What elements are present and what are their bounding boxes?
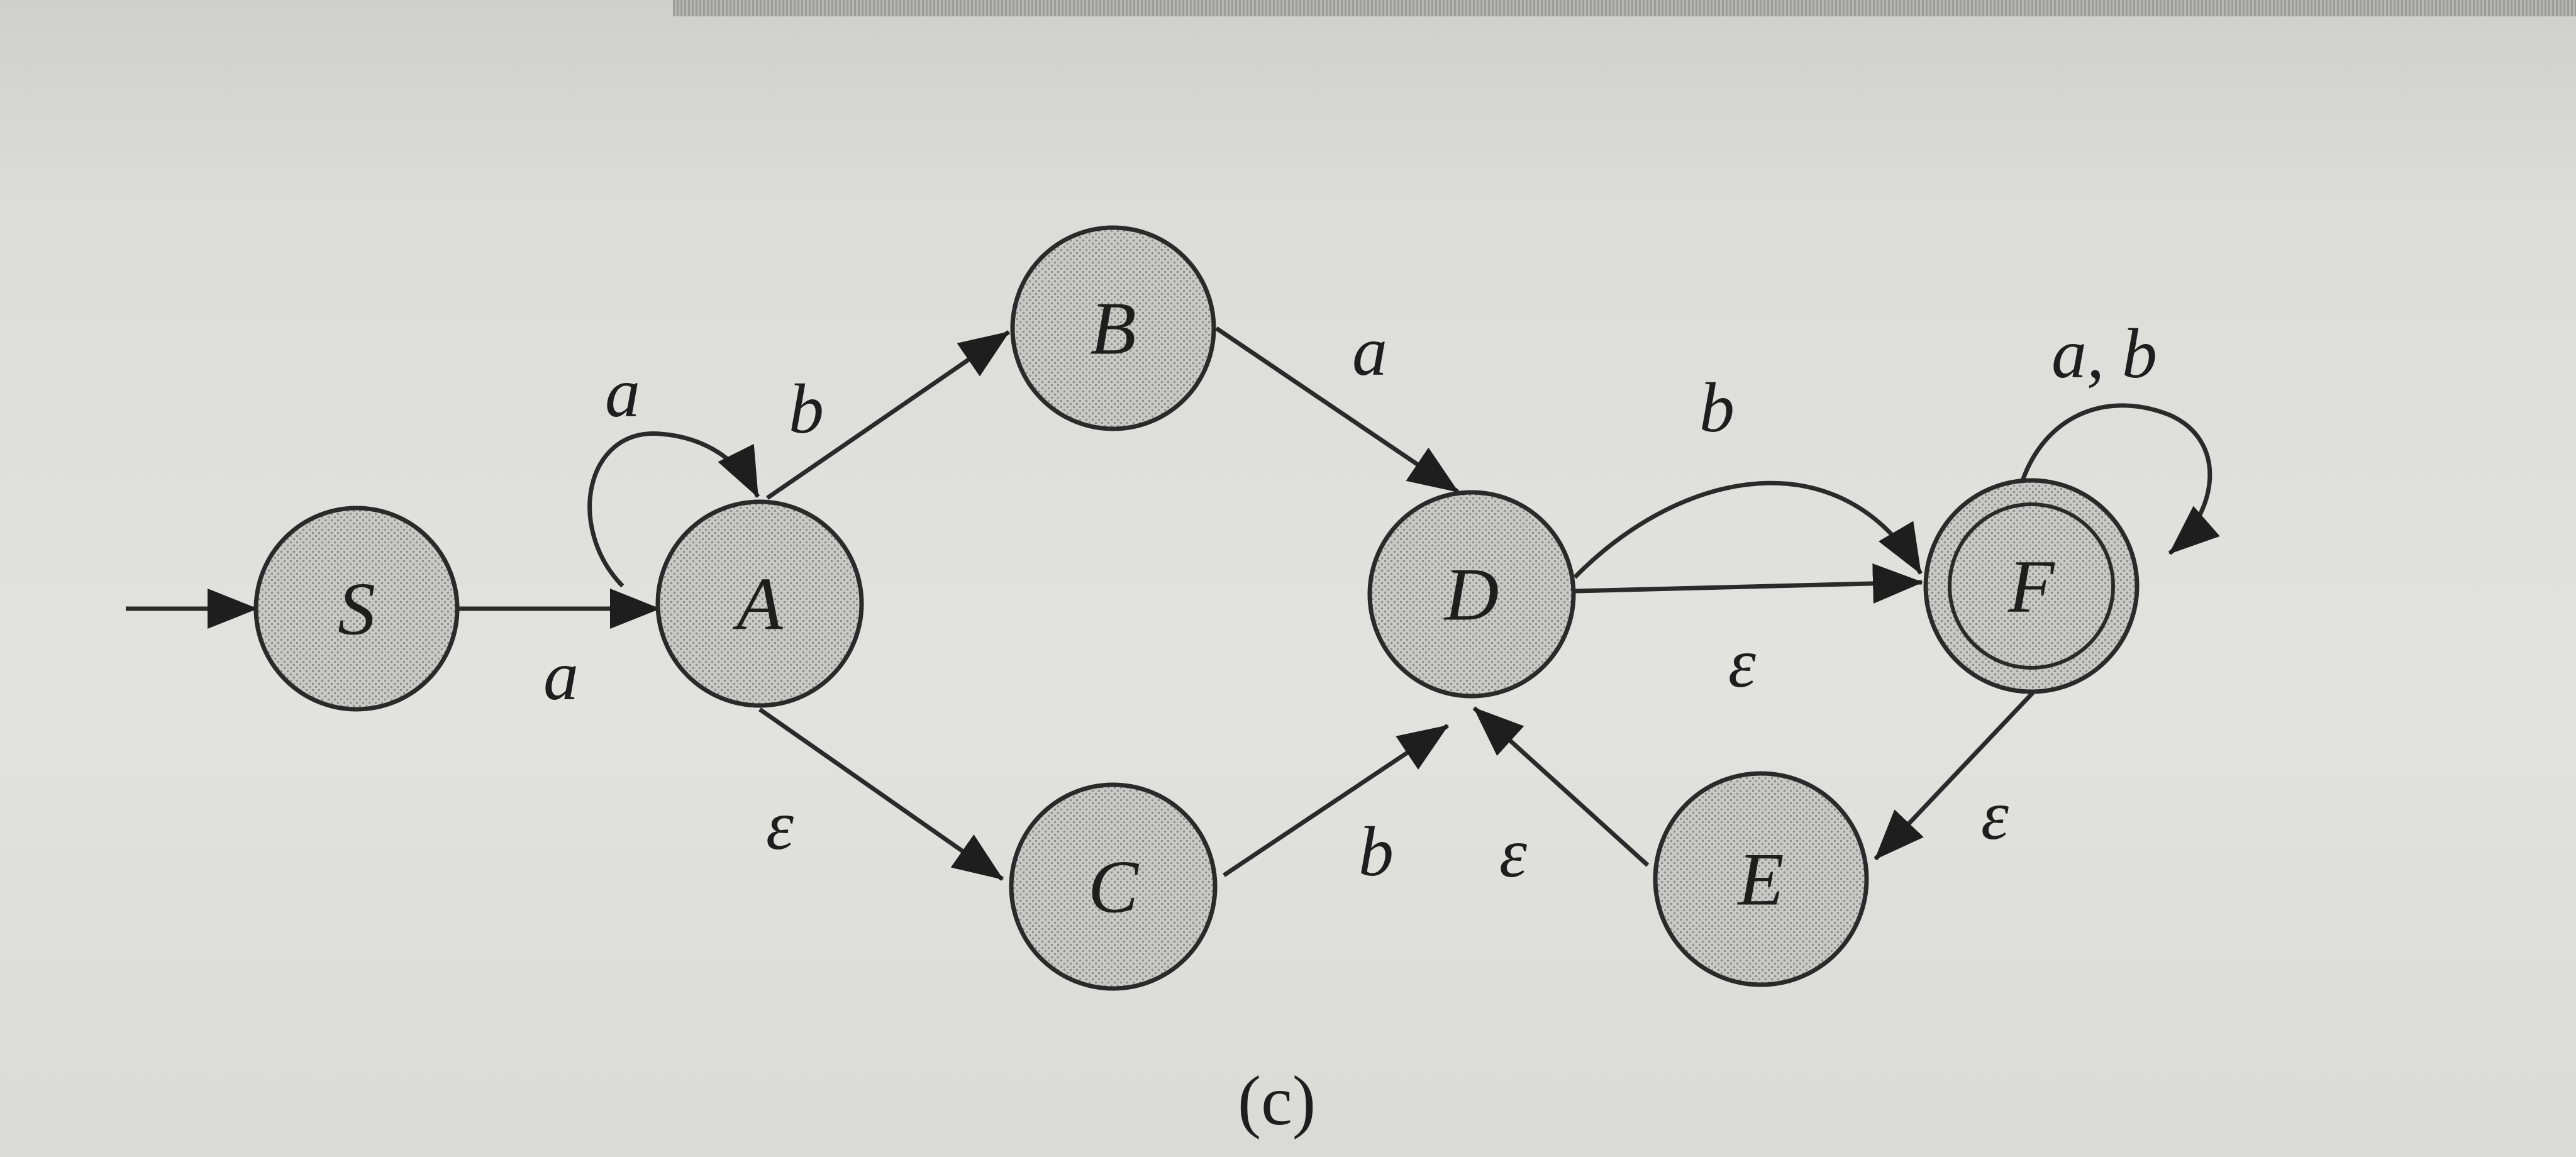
- edge-d-to-f-b: [1573, 480, 1923, 579]
- page-top-border: [673, 0, 2576, 16]
- label-a-to-b: b: [789, 370, 824, 448]
- edge-f-self-loop: [2019, 403, 2220, 555]
- label-a-to-c: ε: [766, 787, 794, 865]
- state-b-label: B: [1090, 287, 1136, 370]
- edge-c-to-d: [1223, 724, 1449, 877]
- edge-a-to-b: [766, 330, 1010, 500]
- label-f-to-e: ε: [1981, 777, 2009, 855]
- label-b-to-d: a: [1352, 313, 1387, 390]
- label-c-to-d: b: [1358, 813, 1394, 891]
- edge-a-self-loop: [587, 431, 760, 588]
- state-d-label: D: [1443, 553, 1499, 636]
- edge-e-to-d: [1472, 706, 1650, 867]
- label-e-to-d: ε: [1499, 814, 1528, 892]
- edge-a-to-c: [758, 707, 1004, 881]
- label-d-to-f-epsilon: ε: [1728, 624, 1757, 702]
- state-c: C: [1009, 782, 1218, 991]
- state-f-accepting: F: [1923, 478, 2140, 694]
- state-c-label: C: [1088, 845, 1140, 929]
- edge-b-to-d: [1215, 326, 1459, 494]
- state-f-label: F: [2007, 545, 2055, 628]
- state-d: D: [1367, 490, 1576, 699]
- state-b: B: [1010, 225, 1216, 431]
- label-s-to-a: a: [543, 637, 579, 715]
- state-e-label: E: [1736, 838, 1784, 921]
- edge-d-to-f-epsilon: [1574, 563, 1923, 604]
- figure-caption: (c): [1238, 1062, 1316, 1140]
- label-d-to-f-b: b: [1699, 369, 1735, 447]
- state-a: A: [655, 499, 864, 708]
- accepting-ring: [1948, 502, 2115, 670]
- label-f-loop: a, b: [2051, 315, 2157, 393]
- state-s-label: S: [338, 567, 375, 651]
- edge-f-to-e: [1874, 691, 2035, 861]
- state-s: S: [253, 506, 460, 712]
- state-a-label: A: [732, 562, 783, 646]
- label-a-loop: a: [605, 354, 640, 432]
- state-e: E: [1653, 771, 1869, 987]
